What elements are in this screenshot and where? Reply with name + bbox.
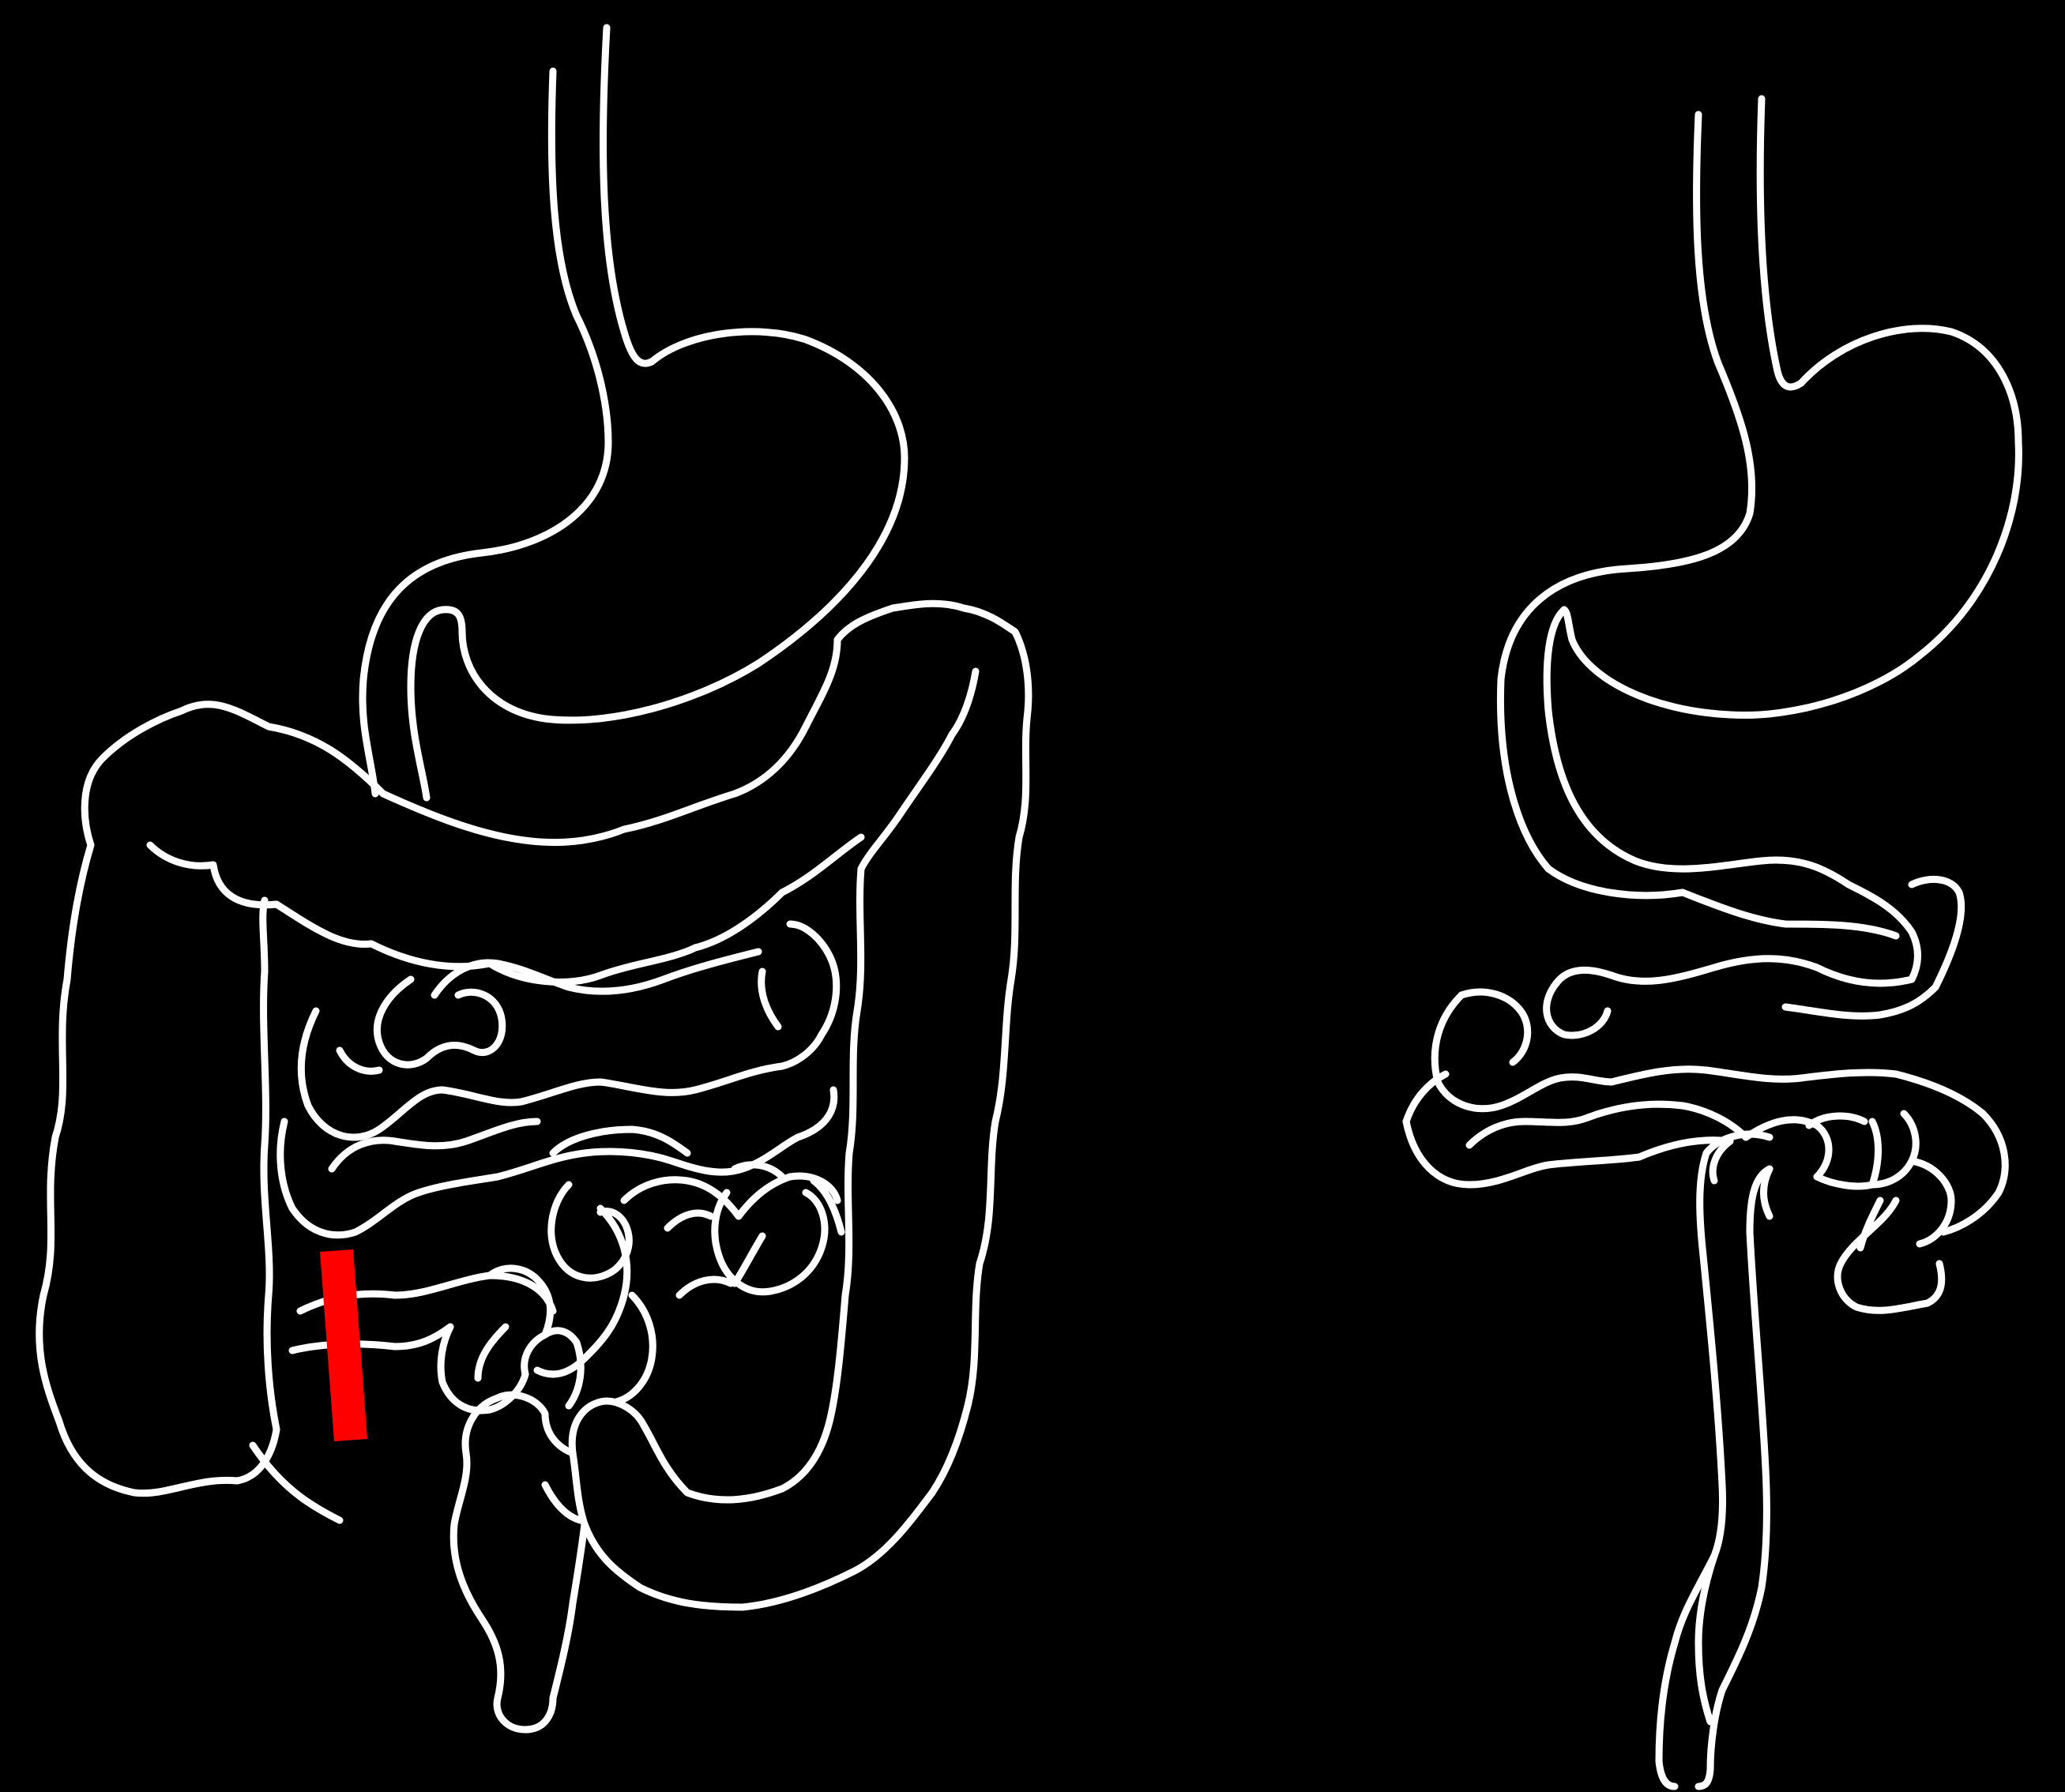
digestive-tract-without-colon-figure	[1406, 99, 2018, 1786]
right-rectum	[1659, 1134, 1770, 1786]
resection-marker	[320, 1249, 367, 1441]
left-stomach	[411, 332, 905, 798]
full-digestive-tract-figure	[39, 28, 1029, 1730]
left-small-intestine	[280, 924, 841, 1411]
left-esophagus	[363, 28, 652, 794]
right-duodenum	[1556, 879, 1962, 1016]
red-marker-bar	[320, 1249, 367, 1441]
right-esophagus	[1500, 99, 1801, 896]
